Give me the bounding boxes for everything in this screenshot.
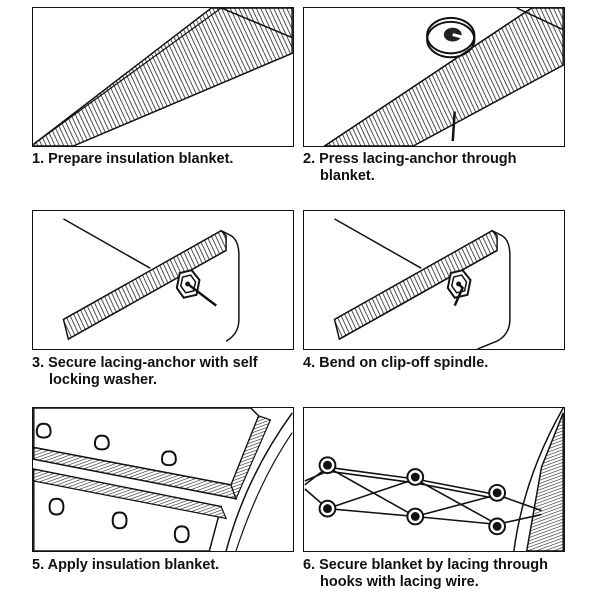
- step-5-illustration: [32, 407, 294, 552]
- step-6-illustration: [303, 407, 565, 552]
- step-4-illustration: [303, 210, 565, 350]
- step-number: 6.: [303, 557, 316, 573]
- step-5-caption: 5. Apply insulation blanket.: [32, 557, 294, 574]
- step-text: Press lacing-anchor through: [319, 151, 517, 167]
- lacing-hooks-lower: [48, 497, 190, 544]
- step-1-caption: 1. Prepare insulation blanket.: [32, 151, 294, 168]
- step-4-caption: 4. Bend on clip-off spindle.: [303, 355, 565, 372]
- step-number: 3.: [32, 355, 45, 371]
- lacing-anchor-drawing: [323, 8, 564, 146]
- step-2-caption: 2. Press lacing-anchor through blanket.: [303, 151, 565, 185]
- lacing-hooks-upper: [35, 422, 177, 467]
- lacing-anchor-icon: [426, 16, 476, 59]
- bent-spindle: [453, 283, 465, 307]
- step-3-illustration: [32, 210, 294, 350]
- step-6-caption: 6. Secure blanket by lacing through hook…: [303, 557, 565, 591]
- lacing-hooks: [318, 456, 506, 536]
- step-2-illustration: [303, 7, 565, 147]
- step-number: 2.: [303, 151, 316, 167]
- clip-off-spindle-drawing: [333, 218, 511, 349]
- lacing-wire-drawing: [304, 408, 564, 551]
- step-text: Apply insulation blanket.: [47, 557, 220, 573]
- anchor-spindle: [451, 111, 456, 142]
- spindle-line: [186, 282, 217, 307]
- apply-blanket-drawing: [33, 408, 293, 551]
- step-text-continued: hooks with lacing wire.: [320, 574, 479, 590]
- step-number: 1.: [32, 151, 45, 167]
- step-3-caption: 3. Secure lacing-anchor with self lockin…: [32, 355, 294, 389]
- step-text: Prepare insulation blanket.: [48, 151, 234, 167]
- step-text-continued: locking washer.: [49, 372, 157, 388]
- step-1-illustration: [32, 7, 294, 147]
- locking-washer-drawing: [62, 218, 240, 349]
- insulation-blanket-drawing: [33, 8, 293, 146]
- step-text: Secure blanket by lacing through: [319, 557, 548, 573]
- step-text-continued: blanket.: [320, 168, 375, 184]
- step-text: Bend on clip-off spindle.: [319, 355, 489, 371]
- step-text: Secure lacing-anchor with self: [48, 355, 258, 371]
- step-number: 5.: [32, 557, 45, 573]
- step-number: 4.: [303, 355, 316, 371]
